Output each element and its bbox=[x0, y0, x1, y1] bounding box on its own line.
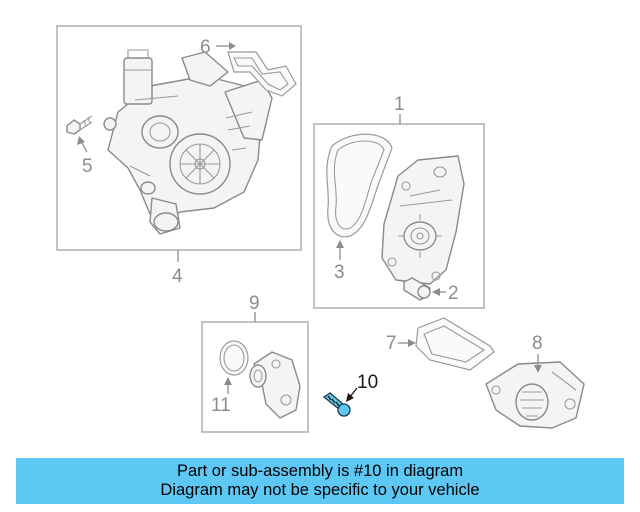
callout-9: 9 bbox=[249, 293, 260, 314]
gasket-3 bbox=[326, 133, 393, 238]
cover-part-8 bbox=[485, 361, 585, 429]
shield-part-7 bbox=[415, 317, 495, 371]
bolt-10-highlighted bbox=[322, 392, 351, 417]
group-4-housing: 6 5 4 bbox=[56, 25, 302, 287]
parts-diagram: 6 5 4 1 3 bbox=[56, 25, 585, 433]
group-7: 7 bbox=[386, 317, 495, 371]
info-banner: Part or sub-assembly is #10 in diagram D… bbox=[16, 458, 624, 504]
group-10-highlighted: 10 bbox=[322, 372, 378, 417]
banner-line-2: Diagram may not be specific to your vehi… bbox=[160, 481, 480, 499]
group-1-water-pump: 1 3 2 bbox=[313, 94, 485, 309]
callout-6: 6 bbox=[200, 37, 211, 58]
housing-part bbox=[103, 49, 273, 235]
callout-11: 11 bbox=[211, 395, 231, 416]
group-8: 8 bbox=[485, 333, 585, 429]
callout-8: 8 bbox=[532, 333, 543, 354]
callout-5: 5 bbox=[82, 156, 93, 177]
outlet-part bbox=[249, 351, 301, 419]
frame-1 bbox=[313, 123, 485, 309]
callout-2: 2 bbox=[448, 283, 459, 304]
callout-4: 4 bbox=[172, 266, 183, 287]
group-9-outlet: 9 11 bbox=[201, 293, 309, 433]
callout-10: 10 bbox=[357, 372, 378, 393]
callout-1: 1 bbox=[394, 94, 405, 115]
bolt-5 bbox=[66, 115, 93, 135]
bolt-2 bbox=[403, 277, 431, 301]
banner-line-1: Part or sub-assembly is #10 in diagram bbox=[176, 462, 464, 480]
frame-4 bbox=[56, 25, 302, 251]
callout-3: 3 bbox=[334, 262, 345, 283]
water-pump-part bbox=[381, 155, 465, 285]
callout-7: 7 bbox=[386, 333, 397, 354]
